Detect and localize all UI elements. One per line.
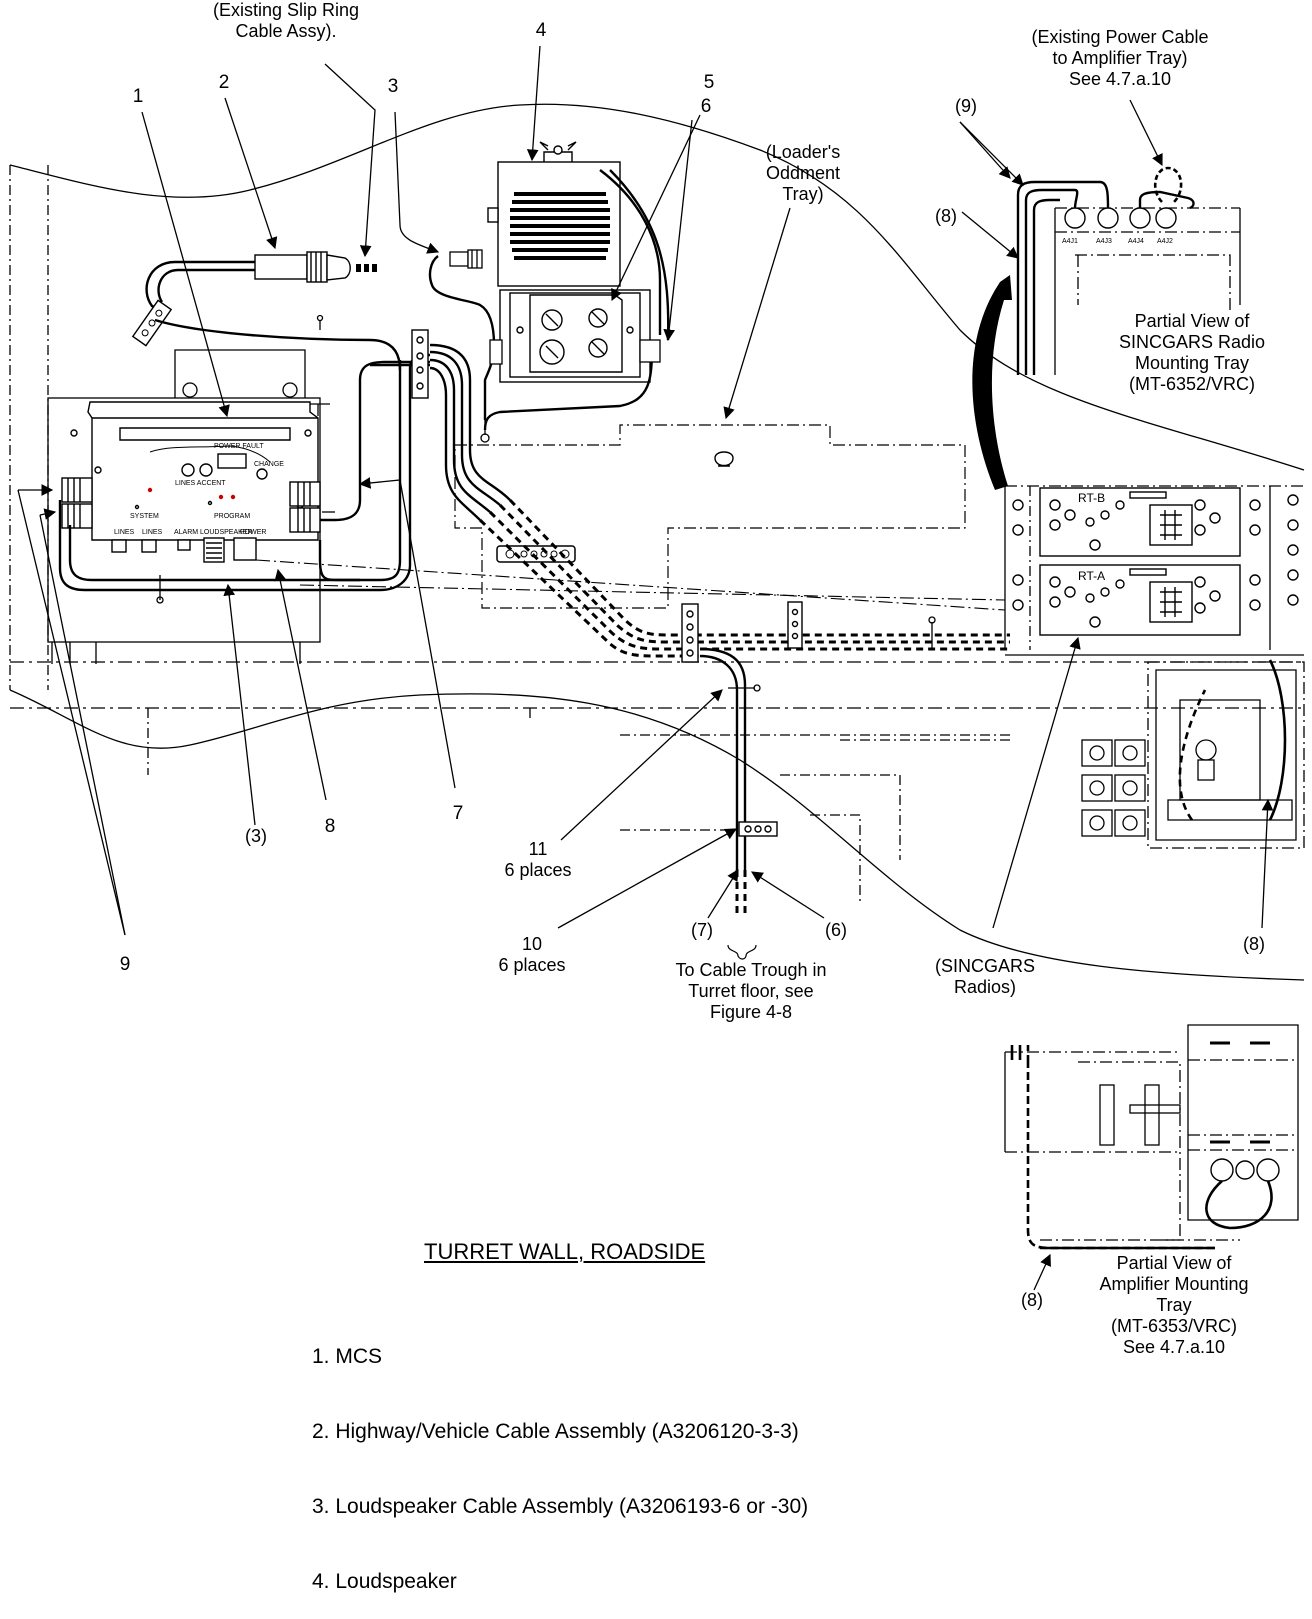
callout-10: 10 6 places: [498, 934, 566, 975]
callout-8-right: (8): [1243, 934, 1265, 954]
amplifier-tray-partial-view: [1004, 1024, 1299, 1241]
parts-legend: 1. MCS 2. Highway/Vehicle Cable Assembly…: [312, 1294, 808, 1619]
brace: [727, 944, 757, 960]
radio-tray-jacks: [1064, 207, 1177, 229]
panel-label-loudspeaker: LOUDSPEAKER: [200, 529, 253, 536]
amplifier-power-cable-lower: [1178, 659, 1287, 821]
callout-9: 9: [119, 954, 131, 975]
callout-8-bottom: (8): [1021, 1290, 1043, 1310]
loader-oddment-tray: [454, 424, 966, 609]
dash-dot-lines: [255, 559, 1006, 611]
loudspeaker: [487, 141, 621, 287]
amplifier-jacks-lower: [1081, 739, 1146, 837]
radio-rt-a: [1039, 564, 1241, 636]
mcs-panel-text: POWER FAULT LINES ACCENT CHANGE SYSTEM P…: [114, 443, 284, 536]
callout-7-paren: (7): [691, 920, 713, 940]
amplifier-tray-cables: [1010, 1045, 1273, 1250]
slip-ring-cable-stub: [356, 264, 377, 272]
tray-knob: [714, 451, 734, 467]
cable-harness-dashed: [478, 498, 1010, 658]
note-existing-power-cable: (Existing Power Cable to Amplifier Tray)…: [1031, 27, 1209, 89]
callout-1: 1: [132, 86, 144, 107]
radio-rt-b: [1039, 487, 1241, 557]
cable-to-trough: [699, 647, 747, 870]
wiring-diagram: POWER FAULT LINES ACCENT CHANGE SYSTEM P…: [9, 45, 1305, 1291]
callout-7: 7: [452, 803, 464, 824]
mcs-connectors: [61, 477, 321, 563]
cable-harness: [58, 318, 511, 592]
leader-lines: [17, 45, 1274, 1291]
radio-label-rt-a: RT-A: [1078, 569, 1105, 583]
callout-6: 6: [700, 96, 712, 117]
panel-label-alarm: ALARM: [174, 529, 198, 536]
mcs-unit: [70, 401, 319, 541]
panel-label-program: PROGRAM: [214, 513, 250, 520]
callout-2: 2: [218, 72, 230, 93]
legend-item: 3. Loudspeaker Cable Assembly (A3206193-…: [312, 1495, 809, 1518]
panel-label-system: SYSTEM: [130, 513, 159, 520]
callout-9-top: (9): [955, 96, 977, 116]
note-loader-oddment-tray: (Loader's Oddment Tray): [765, 142, 841, 204]
note-sincgars-radios: (SINCGARS Radios): [934, 956, 1035, 997]
clamp-vertical-1: [411, 329, 429, 399]
clamp-vertical-2: [681, 603, 699, 663]
clamp-vertical-3: [787, 601, 803, 649]
note-slip-ring-cable: (Existing Slip Ring Cable Assy).: [212, 0, 360, 41]
radio-mount-holes: [1012, 494, 1299, 611]
loudspeaker-plug: [449, 249, 661, 365]
panel-label-lines-2: LINES: [142, 529, 163, 536]
legend-item: 2. Highway/Vehicle Cable Assembly (A3206…: [312, 1420, 799, 1443]
note-cable-trough: To Cable Trough in Turret floor, see Fig…: [675, 960, 827, 1022]
tie-wraps: [156, 314, 936, 692]
amplifier-tray-jacks: [1210, 1158, 1280, 1182]
radio-tray-cables: [1016, 180, 1195, 375]
callout-8-top: (8): [935, 206, 957, 226]
callout-5: 5: [703, 72, 715, 93]
cable-to-trough-dashed: [735, 870, 747, 915]
callout-3: 3: [387, 76, 399, 97]
panel-label-power: POWER: [240, 529, 266, 536]
control-box: [499, 289, 651, 383]
sincgars-mount: [1004, 485, 1304, 656]
panel-label-change: CHANGE: [254, 461, 284, 468]
callout-11: 11 6 places: [504, 839, 572, 880]
panel-label-lines-accent: LINES ACCENT: [175, 480, 226, 487]
note-radio-tray-view: Partial View of SINCGARS Radio Mounting …: [1118, 311, 1266, 394]
jack-label-a4j1: A4J1: [1062, 238, 1078, 245]
jack-label-a4j4: A4J4: [1128, 238, 1144, 245]
cable-loudspeaker: [428, 169, 670, 431]
callout-6-paren: (6): [825, 920, 847, 940]
amplifier-tray-lower: [1147, 661, 1305, 849]
drawing-title: TURRET WALL, ROADSIDE: [424, 1239, 706, 1264]
jack-label-a4j2: A4J2: [1157, 238, 1173, 245]
jack-label-a4j3: A4J3: [1096, 238, 1112, 245]
panel-label-lines-1: LINES: [114, 529, 135, 536]
curved-view-arrow: [972, 275, 1012, 490]
callout-4: 4: [535, 20, 547, 41]
cable-plate-left: [131, 299, 173, 347]
legend-item: 4. Loudspeaker: [312, 1570, 457, 1593]
callout-3-paren: (3): [245, 826, 267, 846]
radio-tray-partial-view: [1054, 207, 1241, 375]
slip-ring-connector: [254, 251, 351, 283]
cable-highway-vehicle: [145, 260, 255, 314]
radio-label-rt-b: RT-B: [1078, 491, 1105, 505]
note-amplifier-tray-view: Partial View of Amplifier Mounting Tray …: [1099, 1253, 1249, 1357]
clamp-horizontal: [738, 821, 778, 837]
callout-8: 8: [324, 816, 336, 837]
panel-label-power-fault: POWER FAULT: [214, 443, 264, 450]
power-cable-loop: [1153, 166, 1183, 203]
legend-item: 1. MCS: [312, 1345, 383, 1368]
loudspeaker-grille: [510, 192, 610, 260]
